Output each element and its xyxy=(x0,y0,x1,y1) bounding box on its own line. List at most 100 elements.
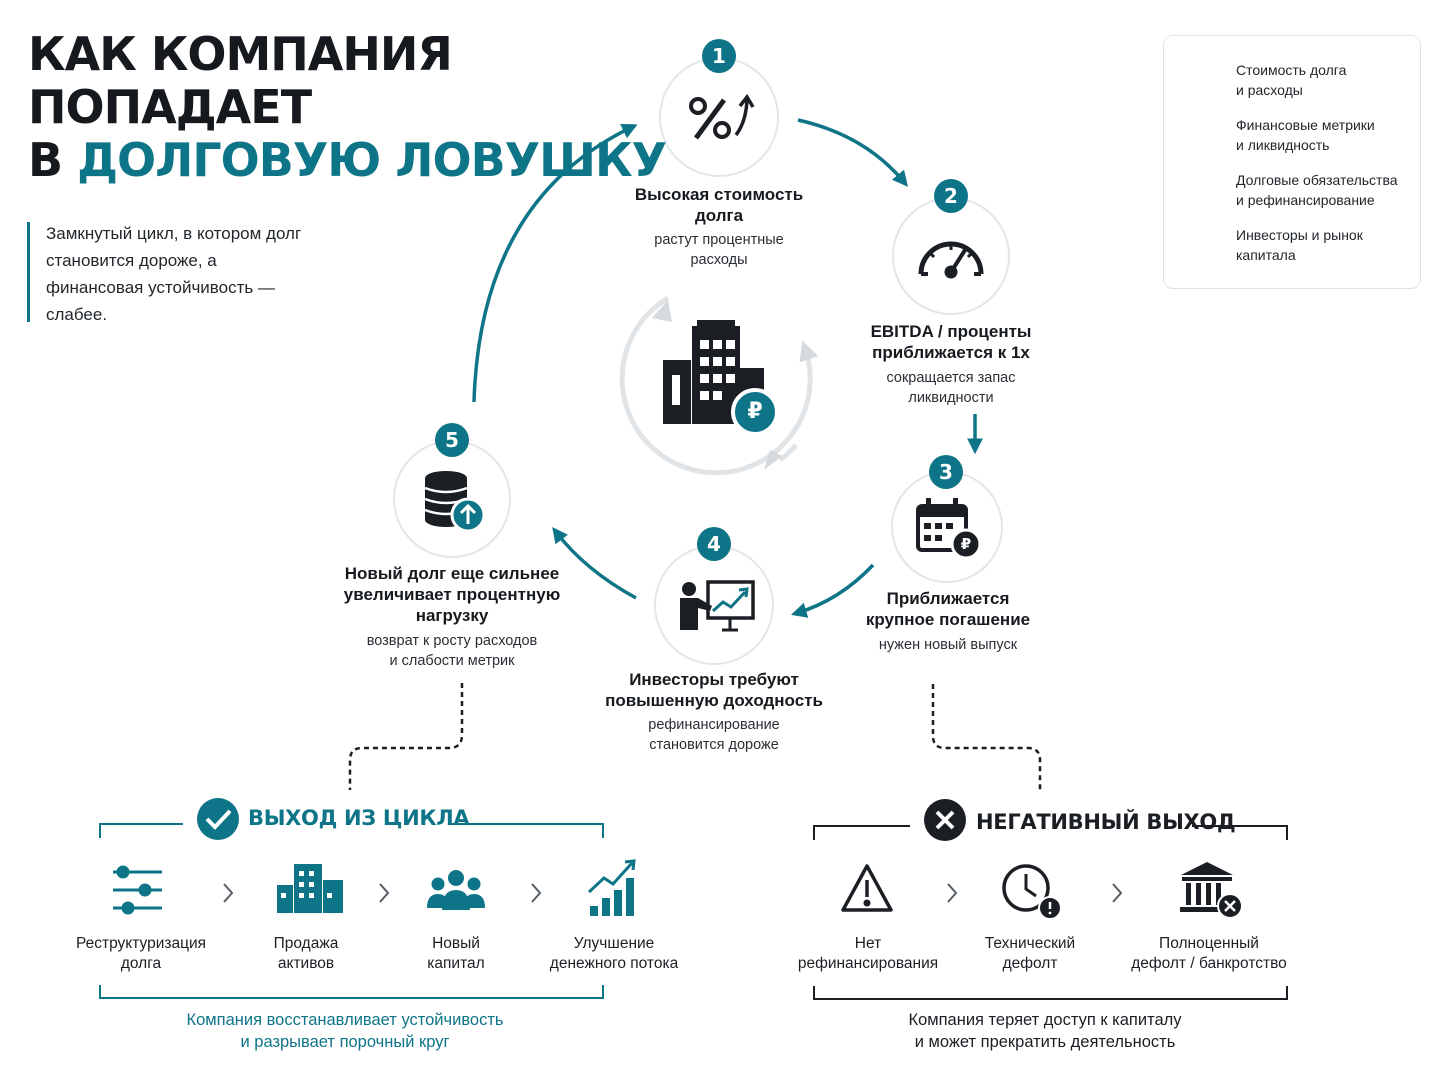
title-line-1: КАК КОМПАНИЯ xyxy=(28,27,453,81)
negative-title: НЕГАТИВНЫЙ ВЫХОД xyxy=(976,810,1236,834)
legend-item: Инвесторы и рынок капитала xyxy=(1164,223,1420,263)
legend-label: Стоимость долга xyxy=(1236,62,1347,78)
legend-label: Финансовые метрики xyxy=(1236,117,1375,133)
exit-check-icon xyxy=(197,798,239,840)
option-label: активов xyxy=(277,955,335,972)
footer-line: Компания восстанавливает устойчивость xyxy=(186,1011,504,1029)
negative-option: Технический дефолт xyxy=(945,934,1115,974)
negative-option: Полноценный дефолт / банкротство xyxy=(1114,934,1304,974)
step-3-number: 3 xyxy=(929,455,963,489)
step-desc: и слабости метрик xyxy=(389,653,515,669)
arrow-5-to-1 xyxy=(472,123,638,403)
warning-icon xyxy=(841,864,893,912)
coins-stack-up-icon xyxy=(424,471,486,533)
option-label: дефолт xyxy=(1002,955,1058,972)
cycle-arrows xyxy=(472,118,983,618)
step-title: Высокая стоимость xyxy=(634,185,804,204)
step-2-number: 2 xyxy=(934,179,968,213)
arrow-3-to-4 xyxy=(790,563,875,618)
option-label: Полноценный xyxy=(1159,935,1259,952)
step-desc: растут процентные xyxy=(654,232,784,248)
legend-label: Инвесторы и рынок xyxy=(1236,227,1363,243)
legend-label: и ликвидность xyxy=(1236,137,1330,153)
bank-cross-icon xyxy=(1180,862,1243,919)
step-5-text: Новый долг еще сильнее увеличивает проце… xyxy=(322,563,582,671)
calendar-ruble-icon xyxy=(916,498,982,560)
growth-chart-icon xyxy=(587,859,636,916)
option-label: денежного потока xyxy=(549,955,679,972)
center-arrowheads xyxy=(652,300,782,470)
clock-alert-icon xyxy=(1002,864,1062,920)
option-label: Улучшение xyxy=(573,935,655,952)
presenter-chart-icon xyxy=(680,580,755,632)
negative-option: Нет рефинансирования xyxy=(783,934,953,974)
step-title: Инвесторы требуют xyxy=(629,670,799,689)
step-desc: ликвидности xyxy=(908,390,994,406)
arrow-4-to-5 xyxy=(552,526,637,600)
subtitle-bar xyxy=(27,222,30,322)
factory-icon xyxy=(277,864,343,913)
legend-label: Долговые обязательства xyxy=(1236,172,1398,188)
exit-footer: Компания восстанавливает устойчивость и … xyxy=(130,1009,560,1053)
arrow-1-to-2 xyxy=(797,118,909,187)
percent-up-icon xyxy=(689,93,755,140)
option-label: Продажа xyxy=(273,935,339,952)
subtitle: Замкнутый цикл, в котором долг становитс… xyxy=(46,224,302,324)
title-line-3: В ДОЛГОВУЮ ЛОВУШКУ xyxy=(28,133,667,187)
legend-item: Долговые обязательства и рефинансирование xyxy=(1164,168,1420,208)
step-desc: расходы xyxy=(690,252,748,268)
legend-label: капитала xyxy=(1236,247,1296,263)
page-title: КАК КОМПАНИЯ ПОПАДАЕТ В ДОЛГОВУЮ ЛОВУШКУ xyxy=(28,27,667,187)
exit-option: Новый капитал xyxy=(371,934,541,974)
option-label: капитал xyxy=(427,955,485,972)
speedometer-icon xyxy=(918,241,984,279)
step-title: Приближается xyxy=(886,589,1010,608)
step-title: приближается к 1х xyxy=(872,343,1030,362)
option-label: Реструктуризация xyxy=(75,935,207,952)
step-1-number: 1 xyxy=(702,39,736,73)
calendar-ruble-symbol: ₽ xyxy=(960,535,972,553)
step-desc: становится дороже xyxy=(649,737,779,753)
option-label: Технический xyxy=(984,935,1076,952)
group-icon xyxy=(427,870,485,910)
step-title: повышенную доходность xyxy=(605,691,823,710)
exit-option: Улучшение денежного потока xyxy=(529,934,699,974)
chevron-icons xyxy=(223,883,1123,903)
option-label: рефинансирования xyxy=(797,955,939,972)
footer-line: и может прекратить деятельность xyxy=(914,1033,1176,1051)
legend-label: и рефинансирование xyxy=(1236,192,1375,208)
step-4-number: 4 xyxy=(697,527,731,561)
step-desc: возврат к росту расходов xyxy=(366,633,538,649)
footer-line: и разрывает порочный круг xyxy=(240,1033,450,1051)
step-title: долга xyxy=(694,206,744,225)
dashed-connectors xyxy=(348,683,1042,790)
step-title: EBITDA / проценты xyxy=(870,322,1032,341)
option-label: Новый xyxy=(432,935,480,952)
negative-footer: Компания теряет доступ к капиталу и може… xyxy=(830,1009,1260,1053)
step-desc: рефинансирование xyxy=(648,717,780,733)
title-line-2: ПОПАДАЕТ xyxy=(28,80,312,134)
step-title: крупное погашение xyxy=(865,610,1031,629)
building-ruble-icon xyxy=(663,320,779,436)
option-label: дефолт / банкротство xyxy=(1131,955,1287,972)
option-label: Нет xyxy=(854,935,882,952)
step-1-text: Высокая стоимость долга растут процентны… xyxy=(598,184,840,270)
negative-bracket xyxy=(813,825,1288,1000)
step-title: нагрузку xyxy=(415,606,489,625)
exit-bracket xyxy=(99,823,604,999)
step-2-text: EBITDA / проценты приближается к 1х сокр… xyxy=(830,321,1072,408)
footer-line: Компания теряет доступ к капиталу xyxy=(908,1011,1182,1029)
legend-item: Финансовые метрики и ликвидность xyxy=(1164,113,1420,153)
sliders-icon xyxy=(113,865,162,915)
step-title: увеличивает процентную xyxy=(343,585,561,604)
step-desc: сокращается запас xyxy=(886,370,1016,386)
exit-title: ВЫХОД ИЗ ЦИКЛА xyxy=(248,806,470,830)
step-3-text: Приближается крупное погашение нужен нов… xyxy=(828,588,1068,655)
negative-cross-icon xyxy=(924,799,966,841)
step-4-text: Инвесторы требуют повышенную доходность … xyxy=(588,669,840,755)
step-5-number: 5 xyxy=(435,423,469,457)
center-ruble-symbol: ₽ xyxy=(747,399,763,424)
